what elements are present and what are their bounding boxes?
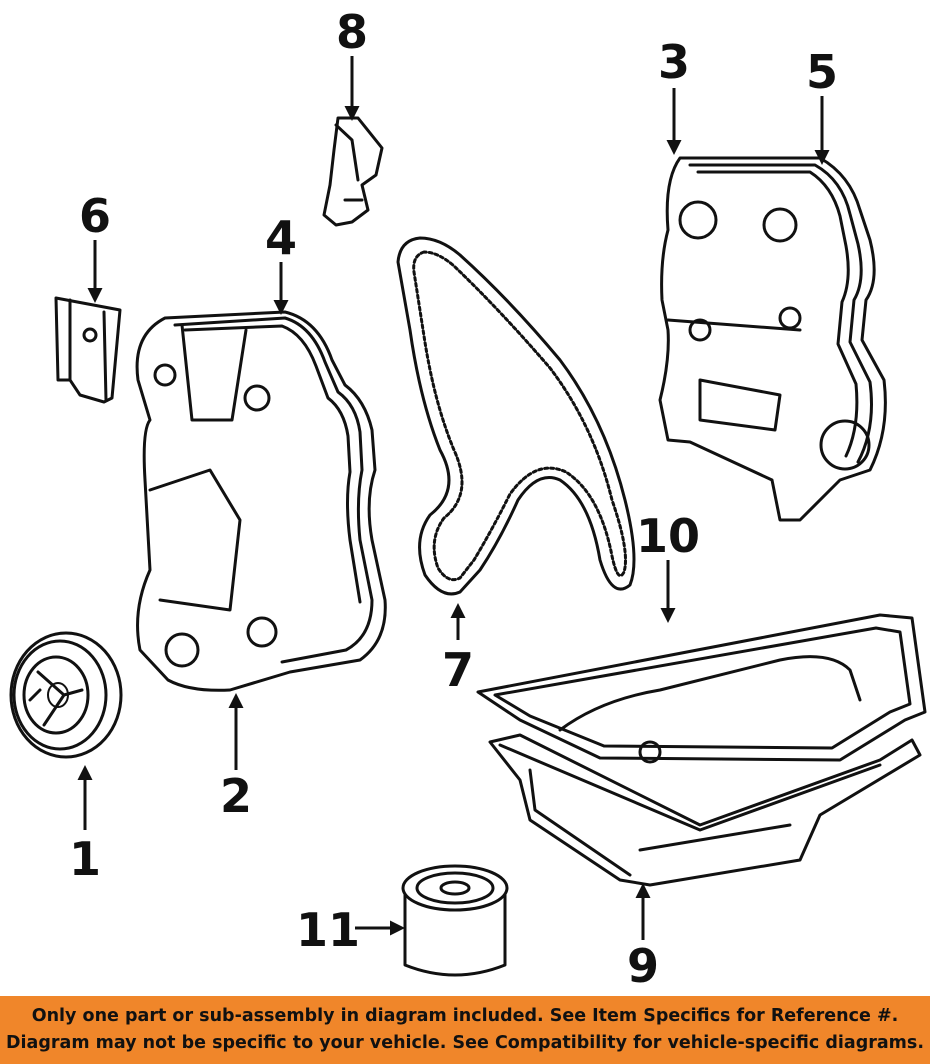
disclaimer-banner: Only one part or sub-assembly in diagram… xyxy=(0,996,930,1064)
callout-7: 7 xyxy=(442,643,474,697)
parts-diagram: 1 2 3 4 5 6 7 8 9 10 11 xyxy=(9,5,927,993)
part-3-timing-cover-outer[interactable] xyxy=(658,156,887,522)
callout-10: 10 xyxy=(636,509,700,563)
callout-labels: 1 2 3 4 5 6 7 8 9 10 11 xyxy=(69,5,838,993)
callout-3: 3 xyxy=(658,35,690,89)
leader-lines xyxy=(77,56,830,940)
disclaimer-line-1: Only one part or sub-assembly in diagram… xyxy=(31,1006,899,1026)
part-1-crankshaft-pulley[interactable] xyxy=(9,631,123,759)
callout-11: 11 xyxy=(296,903,360,957)
callout-6: 6 xyxy=(79,189,111,243)
part-9-oil-pan[interactable] xyxy=(488,733,922,887)
disclaimer-line-2: Diagram may not be specific to your vehi… xyxy=(6,1033,924,1053)
callout-4: 4 xyxy=(265,211,297,265)
callout-9: 9 xyxy=(627,939,659,993)
part-7-timing-belt[interactable] xyxy=(396,236,636,596)
part-6-bracket[interactable] xyxy=(54,296,122,404)
part-4-timing-cover-inner[interactable] xyxy=(135,310,387,692)
callout-5: 5 xyxy=(806,45,838,99)
callout-8: 8 xyxy=(336,5,368,59)
part-8-tensioner[interactable] xyxy=(322,116,384,227)
part-10-oil-pan-gasket[interactable] xyxy=(476,613,927,762)
part-11-oil-filter[interactable] xyxy=(401,864,509,977)
callout-2: 2 xyxy=(220,769,252,823)
callout-1: 1 xyxy=(69,832,101,886)
